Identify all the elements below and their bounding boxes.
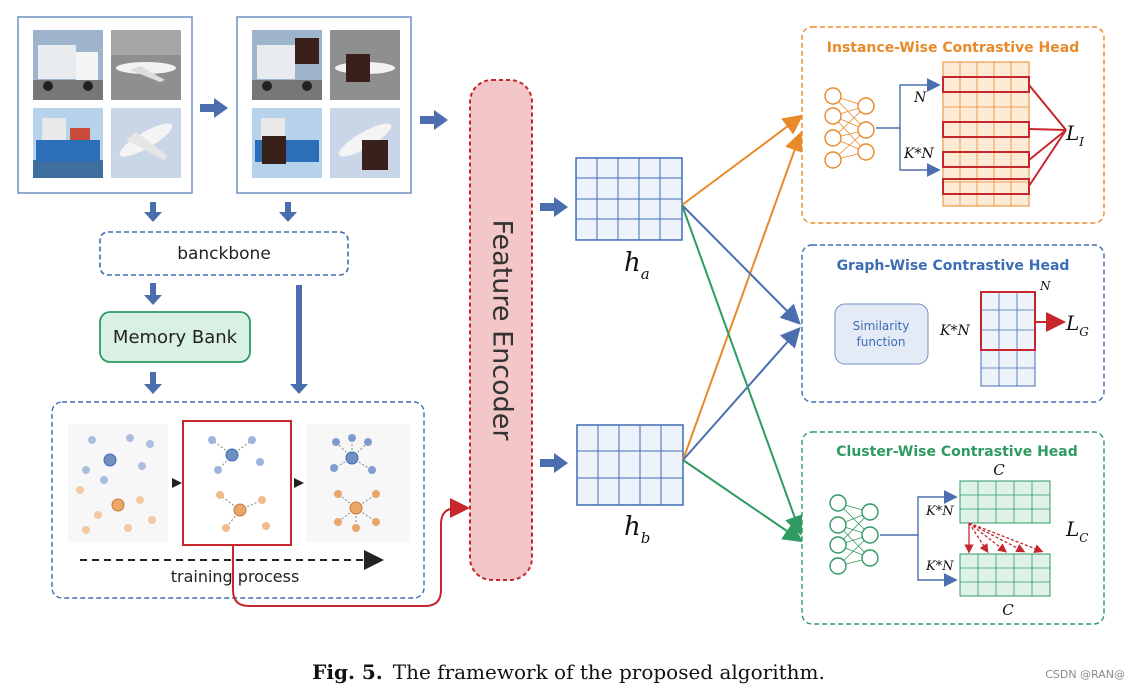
cluster-c-label-bottom: C [1002, 601, 1014, 619]
watermark: CSDN @RAN@ [1045, 668, 1125, 681]
airplane-ground-image [111, 30, 181, 100]
memory-bank-label: Memory Bank [113, 327, 238, 348]
graph-n-label: N [1039, 279, 1051, 293]
airplane-sky-masked-image [330, 108, 400, 178]
flow-arrows [144, 98, 568, 473]
head-connectors [681, 114, 804, 543]
cluster-kn-label-bottom: K*N [925, 559, 954, 574]
cluster-c-label-top: C [993, 461, 1005, 479]
cluster-matrix-top [959, 480, 1051, 524]
arrow-down-2 [279, 202, 297, 222]
cluster-state-middle [208, 436, 270, 532]
ship-masked-image [252, 108, 322, 178]
arrow-hb [540, 453, 568, 473]
memory-bank-box: Memory Bank [99, 311, 251, 363]
backbone-label: banckbone [177, 244, 271, 264]
graph-head-panel: Graph-Wise Contrastive Head Similarity f… [801, 244, 1105, 403]
truck-image [33, 30, 103, 100]
loss-instance-label: LI [1065, 121, 1084, 149]
graph-head-title: Graph-Wise Contrastive Head [837, 258, 1070, 274]
training-process-panel: training process [51, 401, 425, 599]
training-process-label: training process [171, 567, 300, 586]
instance-n-label: N [913, 90, 927, 106]
instance-matrix [942, 61, 1067, 207]
graph-matrix [980, 291, 1066, 387]
caption-text: The framework of the proposed algorithm. [392, 660, 825, 684]
feedback-arrow [232, 498, 470, 607]
similarity-function-box: Similarity function [834, 303, 929, 365]
instance-mlp-icon [824, 87, 875, 169]
figure-caption: Fig. 5. The framework of the proposed alg… [0, 660, 1137, 684]
arrow-down-1 [144, 202, 162, 222]
airplane-ground-masked-image [330, 30, 400, 100]
arrow-ha [540, 197, 568, 217]
hb-label: hb [624, 512, 650, 547]
similarity-line-2: function [856, 335, 905, 349]
arrow-down-4 [144, 372, 162, 394]
instance-head-title: Instance-Wise Contrastive Head [827, 40, 1079, 56]
similarity-line-1: Similarity [853, 319, 910, 333]
arrow-down-long [290, 285, 308, 394]
feature-encoder-block: Feature Encoder [469, 79, 533, 581]
caption-label: Fig. 5. [312, 660, 383, 684]
truck-masked-image [252, 30, 322, 100]
arrow-augment [200, 98, 228, 118]
ha-label: ha [624, 248, 650, 283]
augmented-images-panel [236, 16, 412, 194]
graph-kn-label: K*N [939, 323, 970, 339]
airplane-sky-image [111, 108, 181, 178]
cluster-state-initial [76, 434, 156, 534]
feature-matrix-b [576, 424, 684, 506]
original-images-panel [17, 16, 193, 194]
cluster-mlp-icon [829, 494, 879, 575]
feature-encoder-label: Feature Encoder [487, 220, 518, 442]
ship-image [33, 108, 103, 178]
cluster-matrix-bottom [959, 553, 1051, 597]
arrow-to-encoder [420, 110, 448, 130]
instance-kn-label: K*N [903, 146, 934, 162]
arrow-down-3 [144, 283, 162, 305]
loss-cluster-label: LC [1065, 517, 1088, 545]
cluster-kn-label-top: K*N [925, 504, 954, 519]
cluster-contrast-arrows [964, 522, 1044, 554]
instance-head-panel: Instance-Wise Contrastive Head N K*N LI [801, 26, 1105, 224]
backbone-box: banckbone [99, 231, 349, 276]
loss-graph-label: LG [1065, 311, 1089, 339]
cluster-state-final [330, 434, 380, 532]
cluster-head-title: Cluster-Wise Contrastive Head [836, 444, 1078, 460]
feature-matrix-a [575, 157, 683, 241]
cluster-head-panel: Cluster-Wise Contrastive Head K*N K*N C … [801, 431, 1105, 625]
